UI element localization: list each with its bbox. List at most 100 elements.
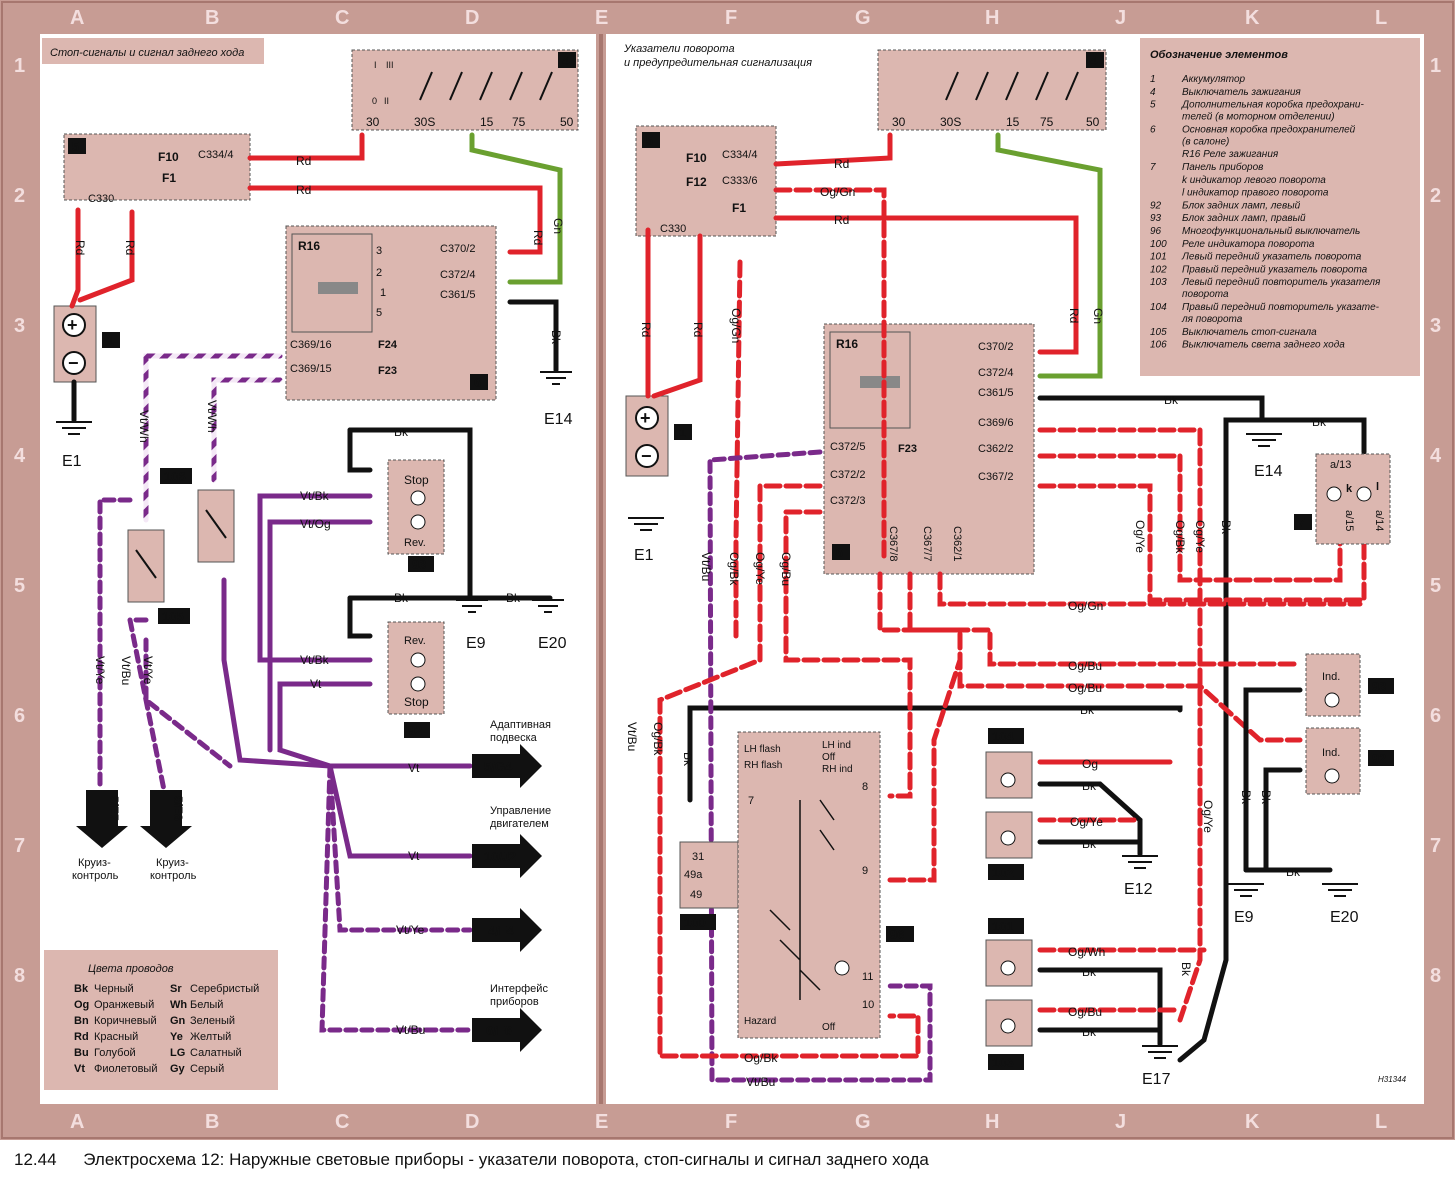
- color-name: Голубой: [94, 1047, 136, 1059]
- svg-text:7: 7: [748, 795, 754, 807]
- svg-text:6/F6: 6/F6: [486, 1023, 512, 1038]
- figure-caption: 12.44 Электросхема 12: Наружные световые…: [14, 1150, 929, 1170]
- svg-text:C369/15: C369/15: [290, 363, 332, 375]
- svg-text:Bk: Bk: [1312, 415, 1327, 429]
- ground-e1-left: E1: [62, 453, 82, 470]
- svg-text:−: −: [68, 353, 79, 373]
- svg-text:RH flash: RH flash: [744, 760, 782, 771]
- color-code: Wh: [170, 999, 187, 1011]
- svg-text:RH ind: RH ind: [822, 764, 853, 775]
- color-name: Серебристый: [190, 983, 259, 995]
- svg-text:49: 49: [690, 889, 702, 901]
- svg-text:Vt/Wh: Vt/Wh: [205, 400, 219, 433]
- grid-row-4: 4: [14, 445, 26, 467]
- svg-text:30S: 30S: [414, 115, 435, 129]
- svg-text:96: 96: [890, 927, 904, 942]
- svg-text:93: 93: [1372, 679, 1386, 694]
- legend-item-number: 93: [1150, 213, 1162, 224]
- svg-text:II: II: [384, 96, 389, 106]
- grid-row-right-7: 7: [1430, 835, 1441, 857]
- svg-text:C369/16: C369/16: [290, 339, 332, 351]
- color-code: Ye: [170, 1031, 183, 1043]
- legend-item-text: (в салоне): [1182, 136, 1229, 147]
- grid-row-right-1: 1: [1430, 55, 1441, 77]
- ground-e1-right: E1: [634, 547, 654, 564]
- svg-text:C370/2: C370/2: [978, 341, 1013, 353]
- fusebox-5-left: 5 F10 F1 C334/4 C330: [63, 133, 251, 205]
- svg-text:C367/7: C367/7: [921, 526, 933, 561]
- fusebox-6-right: R16 C370/2 C372/4 C361/5 C369/6 C362/2 C…: [823, 323, 1035, 575]
- svg-text:30S: 30S: [940, 115, 961, 129]
- lamp-block-93-left: Stop Rev. 93: [387, 459, 445, 572]
- svg-text:Og/Ye: Og/Ye: [1070, 815, 1103, 829]
- color-name: Красный: [94, 1031, 138, 1043]
- ground-e9-right: E9: [1234, 909, 1254, 926]
- grid-col-E: E: [595, 7, 608, 29]
- grid-col-C: C: [335, 7, 349, 29]
- svg-text:Og/Bu: Og/Bu: [779, 552, 793, 586]
- svg-text:C372/4: C372/4: [440, 269, 475, 281]
- grid-col-D: D: [465, 7, 479, 29]
- relay-100: 31 49a 49 100: [679, 841, 739, 930]
- legend-item-text: Выключатель стоп-сигнала: [1182, 327, 1317, 338]
- svg-text:C362/1: C362/1: [951, 526, 963, 561]
- svg-text:C372/5: C372/5: [830, 441, 865, 453]
- ground-e9-left: E9: [466, 635, 486, 652]
- svg-text:5: 5: [376, 307, 382, 319]
- grid-row-right-8: 8: [1430, 965, 1441, 987]
- svg-text:5: 5: [72, 139, 79, 154]
- svg-text:+: +: [640, 408, 651, 428]
- legend-item-text: Блок задних ламп, левый: [1182, 200, 1301, 211]
- grid-col-bottom-E: E: [595, 1111, 608, 1133]
- svg-text:a/15: a/15: [1343, 510, 1355, 531]
- grid-row-8: 8: [14, 965, 25, 987]
- color-code: LG: [170, 1047, 185, 1059]
- svg-text:C361/5: C361/5: [440, 289, 475, 301]
- svg-text:Rd: Rd: [531, 230, 545, 245]
- grid-col-L: L: [1375, 7, 1387, 29]
- svg-text:92: 92: [1372, 751, 1386, 766]
- svg-text:Gn: Gn: [1091, 308, 1105, 324]
- svg-text:Обозначение элементов: Обозначение элементов: [1150, 49, 1288, 61]
- color-name: Белый: [190, 999, 223, 1011]
- svg-text:10: 10: [862, 999, 874, 1011]
- svg-text:15: 15: [480, 115, 494, 129]
- svg-text:C369/6: C369/6: [978, 417, 1013, 429]
- svg-text:Bk: Bk: [1080, 703, 1095, 717]
- caption-text: Электросхема 12: Наружные световые прибо…: [83, 1150, 929, 1169]
- svg-text:Bk: Bk: [1082, 965, 1097, 979]
- battery-right: + − 1: [625, 395, 692, 477]
- svg-text:Rd: Rd: [834, 157, 849, 171]
- svg-text:Vt/Bk: Vt/Bk: [300, 653, 330, 667]
- caption-number: 12.44: [14, 1150, 57, 1169]
- svg-text:C333/6: C333/6: [722, 175, 757, 187]
- switch-105: 105: [127, 529, 190, 624]
- grid-col-bottom-H: H: [985, 1111, 999, 1133]
- svg-text:4/F4: 4/F4: [488, 923, 515, 938]
- legend-item-text: R16 Реле зажигания: [1182, 149, 1279, 160]
- svg-text:Rev.: Rev.: [404, 635, 426, 647]
- legend-item-number: 100: [1150, 239, 1167, 250]
- grid-col-bottom-D: D: [465, 1111, 479, 1133]
- svg-text:Круиз-контроль: Круиз-контроль: [72, 857, 119, 882]
- svg-text:Rev.: Rev.: [404, 537, 426, 549]
- svg-text:4: 4: [1090, 53, 1098, 68]
- ground-e14-left: E14: [544, 411, 573, 428]
- legend-item-text: Левый передний указатель поворота: [1181, 252, 1362, 263]
- svg-text:F10: F10: [158, 150, 179, 164]
- grid-col-bottom-G: G: [855, 1111, 871, 1133]
- legend-item-text: Правый передний указатель поворота: [1182, 264, 1368, 275]
- ground-e20-left: E20: [538, 635, 567, 652]
- legend-item-number: 4: [1150, 87, 1156, 98]
- svg-text:Vt/Ye: Vt/Ye: [141, 656, 155, 685]
- color-name: Фиолетовый: [94, 1063, 157, 1075]
- svg-text:Ind.: Ind.: [1322, 671, 1340, 683]
- grid-row-5: 5: [14, 575, 25, 597]
- legend-item-text: Реле индикатора поворота: [1182, 239, 1315, 250]
- ground-e17: E17: [1142, 1071, 1171, 1088]
- svg-text:Og/Bu: Og/Bu: [1068, 659, 1102, 673]
